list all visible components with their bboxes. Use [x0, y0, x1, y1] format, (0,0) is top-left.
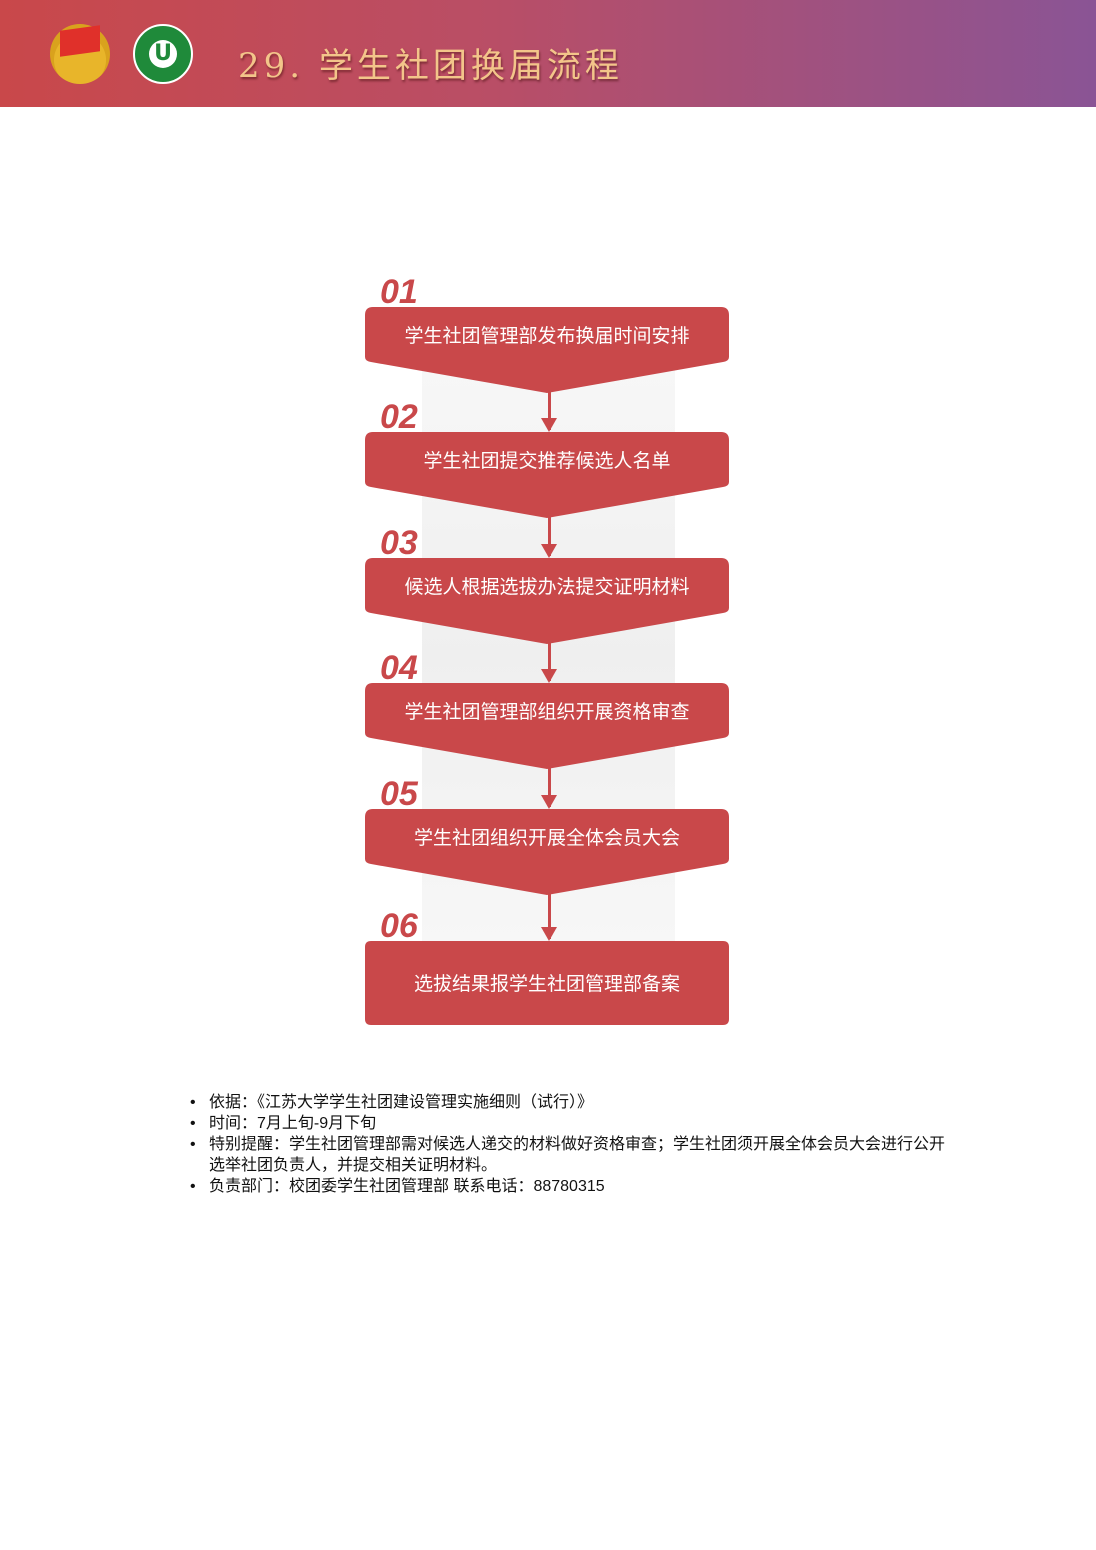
step-label: 选拔结果报学生社团管理部备案 [413, 973, 680, 995]
youth-league-emblem-icon [50, 24, 110, 84]
flow-arrow-icon [541, 767, 557, 809]
flow-arrow-icon [541, 869, 557, 941]
step-label: 学生社团管理部发布换届时间安排 [404, 325, 690, 347]
note-basis: 依据：《江苏大学学生社团建设管理实施细则（试行）》 [190, 1092, 950, 1113]
step-label: 学生社团管理部组织开展资格审查 [404, 701, 690, 723]
note-reminder: 特别提醒：学生社团管理部需对候选人递交的材料做好资格审查；学生社团须开展全体会员… [190, 1134, 950, 1176]
step-shape [365, 941, 729, 1025]
notes-list: 依据：《江苏大学学生社团建设管理实施细则（试行）》 时间：7月上旬-9月下旬 特… [190, 1092, 950, 1197]
step-shape [365, 307, 729, 393]
step-number: 06 [380, 907, 418, 945]
flow-arrow-icon [541, 642, 557, 683]
step-number: 01 [380, 273, 418, 311]
page-title: 29. 学生社团换届流程 [238, 46, 623, 86]
step-number: 04 [380, 649, 418, 687]
step-shape [365, 683, 729, 769]
step-shape [365, 432, 729, 518]
note-time: 时间：7月上旬-9月下旬 [190, 1113, 950, 1134]
step-label: 学生社团提交推荐候选人名单 [423, 450, 671, 472]
step-shape [365, 558, 729, 644]
note-department: 负责部门：校团委学生社团管理部 联系电话：88780315 [190, 1176, 950, 1197]
step-number: 05 [380, 775, 418, 813]
university-logo-icon: U [133, 24, 193, 84]
header-banner: U 29. 学生社团换届流程 [0, 0, 1096, 107]
step-label: 学生社团组织开展全体会员大会 [413, 827, 680, 849]
step-number: 02 [380, 398, 418, 436]
step-number: 03 [380, 524, 418, 562]
step-label: 候选人根据选拔办法提交证明材料 [404, 576, 690, 598]
flow-arrow-icon [541, 516, 557, 558]
step-shape [365, 809, 729, 895]
flow-arrow-icon [541, 391, 557, 432]
